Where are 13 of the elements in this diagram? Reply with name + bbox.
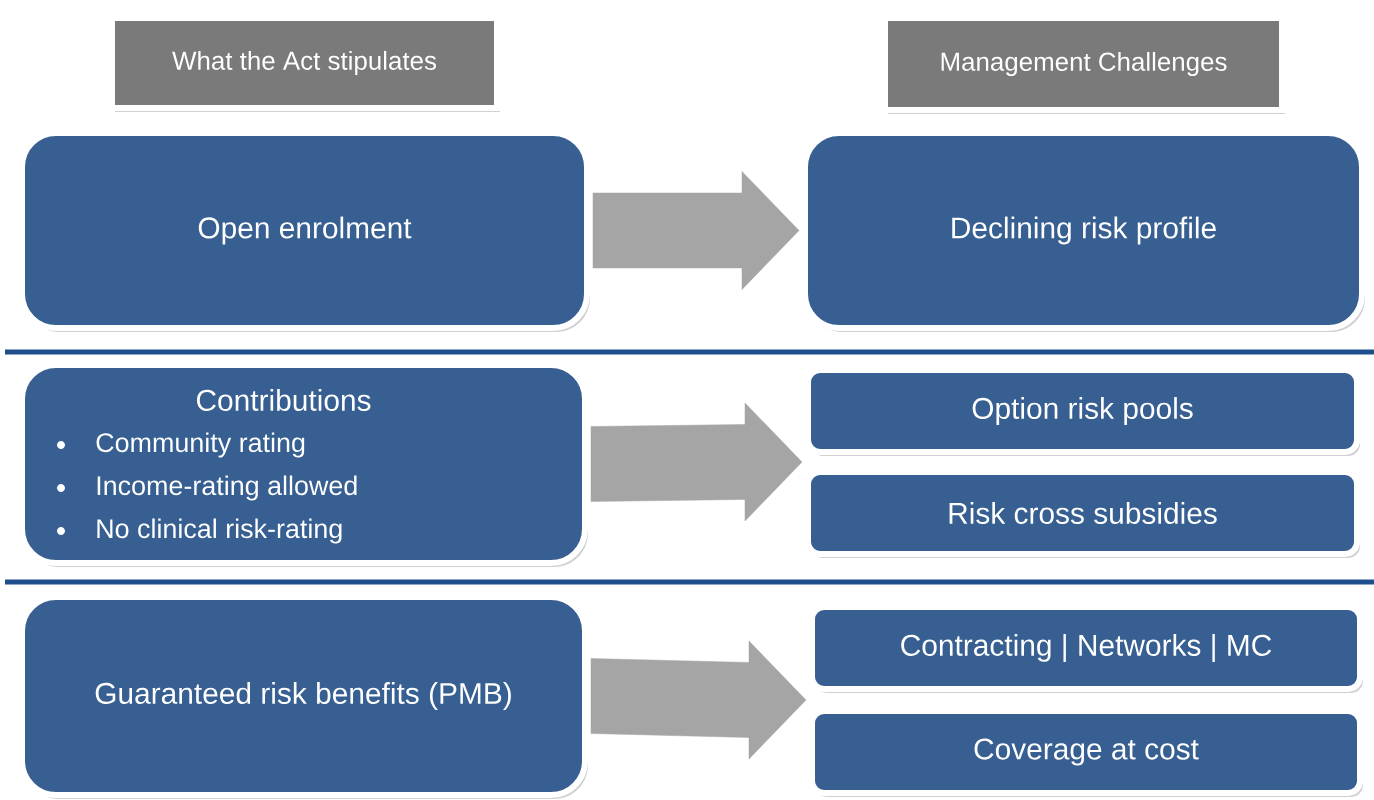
process-box: Contributions Community rating Income-rating allowed No clinical risk-rating [19,362,588,567]
block-arrow [590,402,803,522]
process-box: Declining risk profile [802,130,1365,332]
header-box: What the Act stipulates [109,15,500,112]
process-box: Coverage at cost [809,708,1363,797]
block-arrow [592,171,800,290]
process-box: Contracting | Networks | MC [809,604,1363,693]
header-box: Management Challenges [882,15,1285,114]
process-box: Guaranteed risk benefits (PMB) [19,594,588,799]
process-box: Option risk pools [805,367,1360,456]
process-box: Risk cross subsidies [805,469,1360,558]
process-box: Open enrolment [19,130,590,332]
block-arrow [590,640,807,760]
